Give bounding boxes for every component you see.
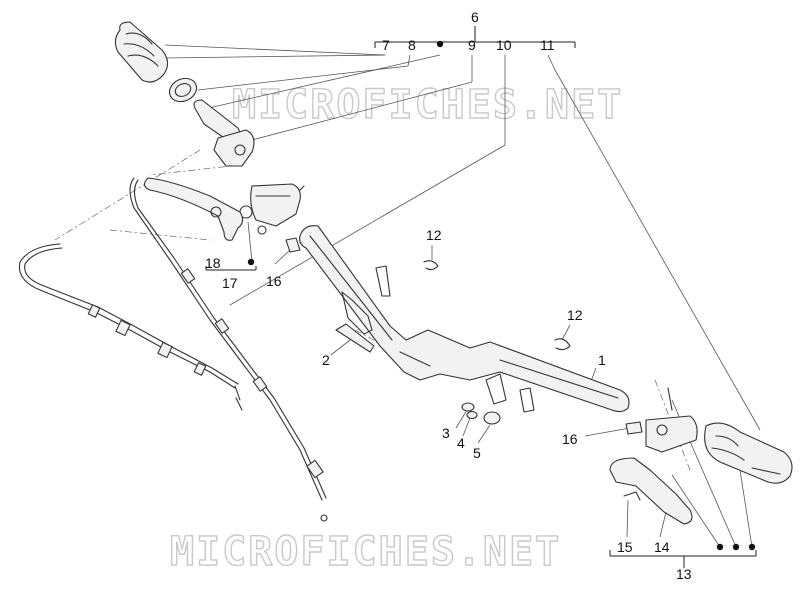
callout-1: 1 <box>598 352 606 368</box>
callout-6: 6 <box>471 9 479 25</box>
master-cylinder <box>239 183 305 235</box>
callout-13: 13 <box>676 566 692 582</box>
callout-16-right: 16 <box>562 431 578 447</box>
bracket-13 <box>609 550 757 568</box>
callout-12-upper: 12 <box>426 227 442 243</box>
callout-12-lower: 12 <box>567 307 583 323</box>
brake-cable-left <box>18 243 243 411</box>
callout-7: 7 <box>382 37 390 53</box>
leader-lines <box>164 44 761 548</box>
clip-upper <box>423 260 439 271</box>
stop-switch-right <box>625 421 643 435</box>
spacer-5 <box>483 411 501 425</box>
callout-11: 11 <box>540 37 555 53</box>
washer-4 <box>466 410 478 420</box>
grip-ring <box>168 77 198 103</box>
adjuster-screw <box>623 491 641 501</box>
right-lever-bracket <box>645 387 698 453</box>
callout-18: 18 <box>205 255 221 271</box>
stop-switch-left <box>285 237 301 253</box>
callout-2: 2 <box>322 352 330 368</box>
callout-15: 15 <box>617 539 633 555</box>
bracket-6 <box>374 26 576 48</box>
washer-3 <box>461 402 475 412</box>
callout-8: 8 <box>408 37 416 53</box>
bracket-17 <box>205 266 257 271</box>
callout-labels: 6 7 8 9 10 11 12 12 18 17 16 1 2 3 4 5 1… <box>205 9 692 582</box>
right-brake-lever <box>609 457 693 525</box>
callout-9: 9 <box>468 37 476 53</box>
right-grip <box>704 422 793 484</box>
throttle-assembly <box>193 99 255 167</box>
handlebar-frame <box>299 225 630 413</box>
brake-cable-right <box>129 177 328 522</box>
callout-16-left: 16 <box>266 273 282 289</box>
callout-3: 3 <box>442 425 450 441</box>
callout-17: 17 <box>222 275 238 291</box>
watermark-top: MICROFICHES.NET <box>232 82 623 128</box>
callout-14: 14 <box>654 539 670 555</box>
left-brake-lever <box>143 177 244 241</box>
marker-dots <box>247 40 756 551</box>
clip-lower <box>554 338 571 351</box>
callout-4: 4 <box>457 435 465 451</box>
callout-10: 10 <box>496 37 512 53</box>
screw <box>335 323 375 353</box>
left-grip <box>114 21 169 83</box>
watermark-bottom: MICROFICHES.NET <box>170 529 561 575</box>
callout-5: 5 <box>473 445 481 461</box>
